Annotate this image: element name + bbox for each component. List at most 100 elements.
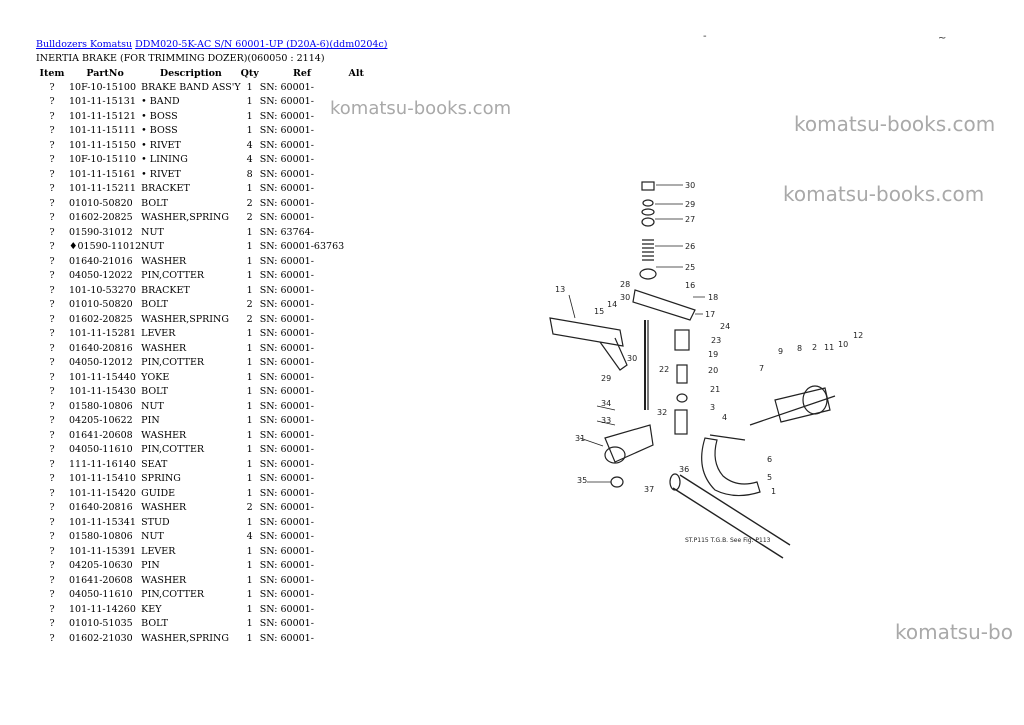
ref-cell: SN: 60001- bbox=[259, 473, 314, 485]
callout-24: 24 bbox=[720, 322, 730, 331]
item-cell: ? bbox=[49, 618, 55, 630]
partno-cell: 101-11-15161 bbox=[69, 168, 136, 180]
qty-cell: 1 bbox=[246, 589, 253, 601]
partno-cell: 10F-10-15100 bbox=[69, 81, 136, 93]
ref-cell: SN: 60001-63763 bbox=[259, 241, 345, 253]
ref-cell: SN: 60001- bbox=[259, 270, 314, 282]
item-cell: ? bbox=[49, 342, 55, 354]
item-cell: ? bbox=[49, 560, 55, 572]
item-cell: ? bbox=[49, 255, 55, 267]
exploded-parts-diagram: 30 29 27 26 25 28 30 16 18 17 24 23 19 1… bbox=[549, 181, 863, 559]
description-cell: • LINING bbox=[141, 154, 188, 166]
description-cell: WASHER,SPRING bbox=[141, 632, 229, 644]
callout-36: 36 bbox=[679, 465, 689, 474]
ref-cell: SN: 60001- bbox=[259, 400, 314, 412]
alt-cell bbox=[344, 312, 368, 327]
qty-cell: 1 bbox=[246, 429, 253, 441]
item-cell: ? bbox=[49, 415, 55, 427]
item-cell: ? bbox=[49, 574, 55, 586]
callout-7: 7 bbox=[759, 364, 764, 373]
callout-30b: 30 bbox=[620, 293, 630, 302]
description-cell: LEVER bbox=[141, 328, 176, 340]
alt-cell bbox=[344, 138, 368, 153]
table-header-row: Item PartNo Description Qty Ref Alt bbox=[36, 66, 368, 80]
ref-cell: SN: 60001- bbox=[259, 603, 314, 615]
ref-cell: SN: 60001- bbox=[259, 110, 314, 122]
description-cell: NUT bbox=[141, 400, 164, 412]
description-cell: GUIDE bbox=[141, 487, 176, 499]
description-cell: • RIVET bbox=[141, 139, 181, 151]
qty-cell: 1 bbox=[246, 603, 253, 615]
callout-2: 2 bbox=[812, 343, 817, 352]
description-cell: • BOSS bbox=[141, 125, 178, 137]
callout-16: 16 bbox=[685, 281, 695, 290]
item-cell: ? bbox=[49, 487, 55, 499]
partno-cell: 01640-20816 bbox=[69, 342, 133, 354]
partno-cell: 01010-50820 bbox=[69, 299, 133, 311]
alt-cell bbox=[344, 356, 368, 371]
alt-cell bbox=[344, 341, 368, 356]
callout-29b: 29 bbox=[601, 374, 611, 383]
callout-21: 21 bbox=[710, 385, 720, 394]
item-cell: ? bbox=[49, 328, 55, 340]
breadcrumb-link-model[interactable]: DDM020-5K-AC S/N 60001-UP (D20A-6)(ddm02… bbox=[135, 39, 388, 50]
partno-cell: 101-11-15410 bbox=[69, 473, 136, 485]
description-cell: LEVER bbox=[141, 545, 176, 557]
callout-19: 19 bbox=[708, 350, 718, 359]
ref-cell: SN: 60001- bbox=[259, 371, 314, 383]
partno-cell: ♦01590-11012 bbox=[69, 241, 142, 253]
callout-27: 27 bbox=[685, 215, 695, 224]
alt-cell bbox=[344, 196, 368, 211]
alt-cell bbox=[344, 399, 368, 414]
item-cell: ? bbox=[49, 270, 55, 282]
partno-cell: 111-11-16140 bbox=[69, 458, 136, 470]
qty-cell: 1 bbox=[246, 81, 253, 93]
alt-cell bbox=[344, 153, 368, 168]
description-cell: • BOSS bbox=[141, 110, 178, 122]
partno-cell: 01602-20825 bbox=[69, 212, 133, 224]
ref-cell: SN: 60001- bbox=[259, 212, 314, 224]
qty-cell: 2 bbox=[246, 197, 253, 209]
description-cell: SEAT bbox=[141, 458, 168, 470]
description-cell: • BAND bbox=[141, 96, 180, 108]
ref-cell: SN: 60001- bbox=[259, 502, 314, 514]
alt-cell bbox=[344, 167, 368, 182]
alt-cell bbox=[344, 472, 368, 487]
callout-3: 3 bbox=[710, 403, 715, 412]
item-cell: ? bbox=[49, 299, 55, 311]
partno-cell: 01640-20816 bbox=[69, 502, 133, 514]
item-cell: ? bbox=[49, 545, 55, 557]
item-cell: ? bbox=[49, 212, 55, 224]
alt-cell bbox=[344, 530, 368, 545]
partno-cell: 101-11-15341 bbox=[69, 516, 136, 528]
qty-cell: 2 bbox=[246, 299, 253, 311]
partno-cell: 04205-10622 bbox=[69, 415, 133, 427]
ref-cell: SN: 60001- bbox=[259, 81, 314, 93]
callout-23: 23 bbox=[711, 336, 721, 345]
description-cell: • RIVET bbox=[141, 168, 181, 180]
breadcrumb-link-bulldozers[interactable]: Bulldozers Komatsu bbox=[36, 39, 133, 50]
ref-cell: SN: 60001- bbox=[259, 516, 314, 528]
partno-cell: 01602-20825 bbox=[69, 313, 133, 325]
ref-cell: SN: 60001- bbox=[259, 313, 314, 325]
leader-lines bbox=[568, 184, 705, 483]
qty-cell: 1 bbox=[246, 473, 253, 485]
item-cell: ? bbox=[49, 444, 55, 456]
item-cell: ? bbox=[49, 473, 55, 485]
alt-cell bbox=[344, 559, 368, 574]
callout-4: 4 bbox=[722, 413, 727, 422]
ref-cell: SN: 60001- bbox=[259, 444, 314, 456]
qty-cell: 1 bbox=[246, 371, 253, 383]
